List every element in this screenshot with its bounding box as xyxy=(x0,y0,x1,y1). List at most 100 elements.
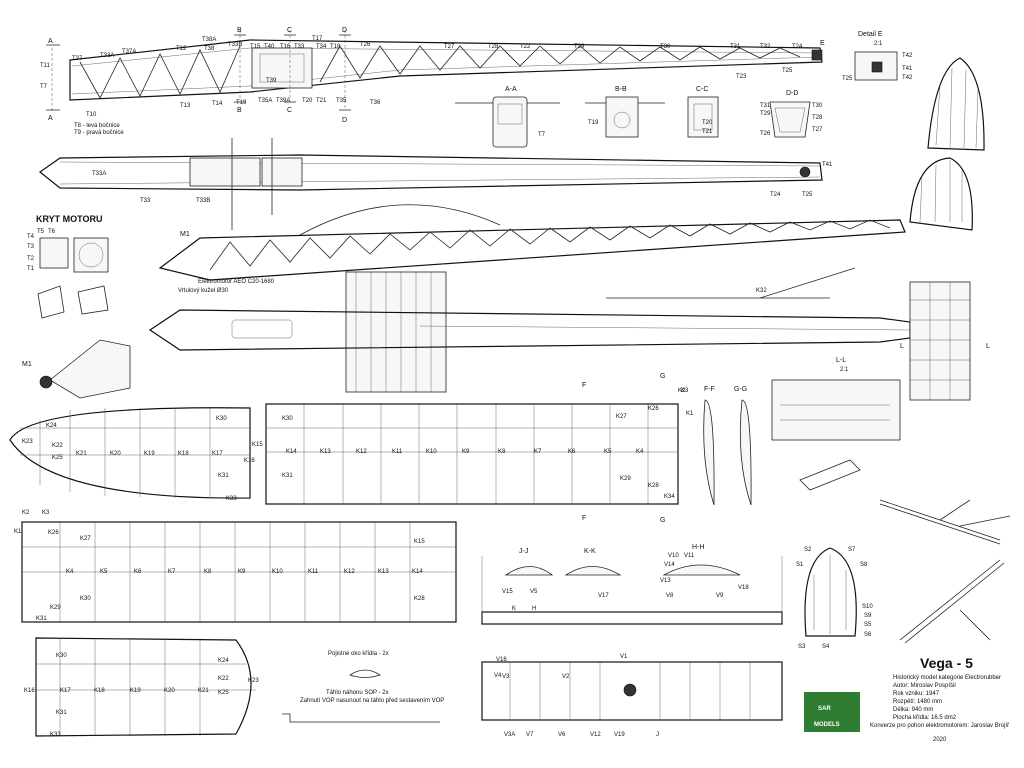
title-line-4: Rozpětí: 1480 mm xyxy=(893,699,942,705)
section-f-bottom: F xyxy=(582,515,586,522)
part-label: K31 xyxy=(282,473,293,479)
part-label: K23 xyxy=(248,678,259,684)
part-label: T33A xyxy=(92,171,106,177)
section-dd-title: D-D xyxy=(786,90,798,97)
section-ll-title: L-L xyxy=(836,357,846,364)
section-gg-title: G-G xyxy=(734,386,747,393)
section-bb-title: B-B xyxy=(615,86,627,93)
part-label: T32 xyxy=(760,44,771,50)
detail-e-scale: 2:1 xyxy=(874,41,883,47)
motor-label-top: M1 xyxy=(180,231,190,238)
motor-label-iso: M1 xyxy=(22,361,32,368)
part-label: T21 xyxy=(702,129,713,135)
part-label: K4 xyxy=(636,449,644,455)
part-label: T40 xyxy=(264,44,275,50)
part-label: K12 xyxy=(344,569,355,575)
part-label: T22 xyxy=(520,44,531,50)
tail-l-top: L xyxy=(900,343,904,350)
part-label: T12 xyxy=(176,46,187,52)
section-d-top: D xyxy=(342,27,347,34)
part-label: V11 xyxy=(684,553,695,559)
wing-bottom-panel xyxy=(21,521,457,623)
part-label: T35A xyxy=(258,98,272,104)
part-label: T6 xyxy=(48,229,56,235)
title-year: 2020 xyxy=(933,737,947,743)
part-label: K22 xyxy=(52,443,63,449)
part-label: K29 xyxy=(620,476,631,482)
part-label: V12 xyxy=(590,732,601,738)
part-label: K24 xyxy=(218,658,229,664)
part-label: K16 xyxy=(244,458,255,464)
part-label: T37 xyxy=(72,56,83,62)
wing-left-tip-top xyxy=(9,407,251,499)
part-label: T20 xyxy=(702,120,713,126)
part-label: K33 xyxy=(226,496,237,502)
part-label: K24 xyxy=(46,423,57,429)
part-label: T33 xyxy=(140,198,151,204)
part-label: K10 xyxy=(272,569,283,575)
part-label: K6 xyxy=(134,569,142,575)
part-label: K1 xyxy=(686,411,694,417)
wing-right-panel-top xyxy=(265,403,679,505)
part-label: K28 xyxy=(414,596,425,602)
part-label: T29 xyxy=(574,44,585,50)
section-d-bottom: D xyxy=(342,117,347,124)
section-a-bottom: A xyxy=(48,115,53,122)
part-label: K13 xyxy=(320,449,331,455)
part-label: K34 xyxy=(664,494,675,500)
part-label: T39A xyxy=(276,98,290,104)
part-label: K16 xyxy=(24,688,35,694)
title-block: Vega - 5 Historický model kategorie Elec… xyxy=(804,655,1010,743)
note-right-side: T9 - pravá bočnice xyxy=(74,130,124,136)
part-label: T5 xyxy=(37,229,45,235)
part-label: K30 xyxy=(56,653,67,659)
part-label: T7 xyxy=(40,84,48,90)
part-label: K20 xyxy=(164,688,175,694)
fin-iso xyxy=(927,57,985,151)
part-label: K27 xyxy=(616,414,627,420)
part-label: V14 xyxy=(664,562,675,568)
section-b-top: B xyxy=(237,27,242,34)
part-label: S6 xyxy=(864,632,872,638)
part-label: T17 xyxy=(312,36,323,42)
part-label: K22 xyxy=(218,676,229,682)
part-label: S4 xyxy=(822,644,830,650)
logo-text: MODELS xyxy=(814,722,840,728)
part-label: T7 xyxy=(538,132,546,138)
part-label: T19 xyxy=(588,120,599,126)
part-label: S8 xyxy=(860,562,868,568)
part-label: K8 xyxy=(498,449,506,455)
title-line-3: Rok vzniku: 1947 xyxy=(893,691,940,697)
part-label: T19 xyxy=(236,100,247,106)
engine-cover-title: KRYT MOTORU xyxy=(36,214,103,224)
part-label: T42 xyxy=(902,53,913,59)
part-label: K17 xyxy=(212,451,223,457)
part-label: K11 xyxy=(308,569,319,575)
part-label: T4 xyxy=(27,234,35,240)
part-label: K8 xyxy=(204,569,212,575)
part-label: T37A xyxy=(122,49,136,55)
part-label: T21 xyxy=(316,98,327,104)
part-label: V10 xyxy=(668,553,679,559)
part-label: V1 xyxy=(620,654,628,660)
title-line-6: Plocha křídla: 16.5 dm2 xyxy=(893,715,957,721)
part-label: K19 xyxy=(144,451,155,457)
part-label: K19 xyxy=(130,688,141,694)
part-label: K21 xyxy=(198,688,209,694)
part-label: T35 xyxy=(336,98,347,104)
part-label: K30 xyxy=(216,416,227,422)
part-label: T30 xyxy=(660,44,671,50)
section-ff-title: F-F xyxy=(704,386,715,393)
part-label: V13 xyxy=(660,578,671,584)
part-label: S10 xyxy=(862,604,873,610)
part-label: V3A xyxy=(504,732,515,738)
part-label: K18 xyxy=(178,451,189,457)
part-label: V18 xyxy=(738,585,749,591)
part-label: T36 xyxy=(370,100,381,106)
section-g-top: G xyxy=(660,373,665,380)
part-label: V7 xyxy=(526,732,534,738)
part-label: T28 xyxy=(488,44,499,50)
